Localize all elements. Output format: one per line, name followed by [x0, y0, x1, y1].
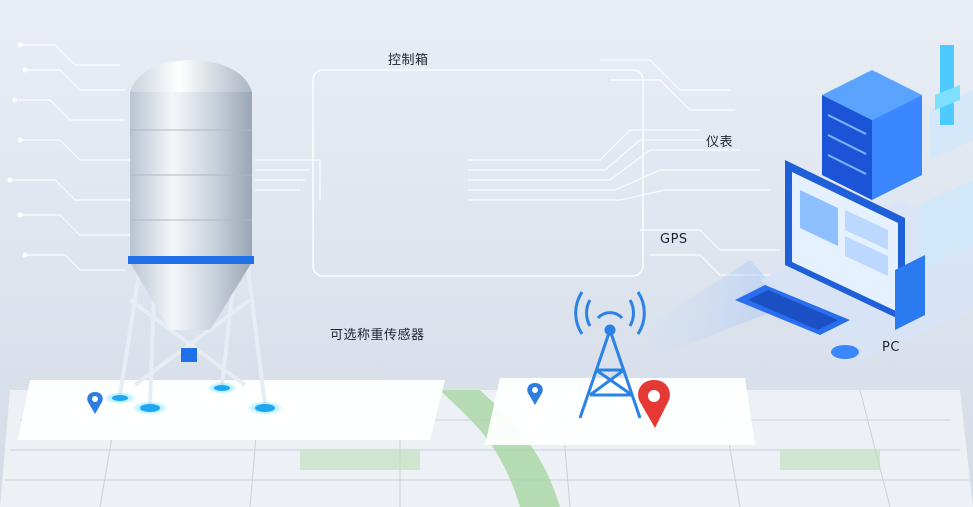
tower-platform: [485, 378, 755, 445]
monitor-icon: [785, 160, 925, 330]
keyboard-icon: [735, 285, 850, 335]
circuit-lines-left: [10, 44, 321, 271]
mouse-icon: [831, 345, 859, 359]
control-box-label: 控制箱: [388, 53, 429, 68]
red-map-pin-icon: [638, 380, 670, 428]
glow-column-icon: [935, 45, 960, 125]
circuit-lines-right: [468, 59, 780, 276]
silo-icon: [104, 60, 283, 415]
weight-sensor-label: 可选称重传感器: [330, 328, 425, 343]
signal-beam: [640, 260, 790, 355]
signal-tower-icon: [574, 291, 646, 419]
gps-label: GPS: [660, 232, 688, 247]
pc-label: PC: [882, 340, 900, 355]
control-box-frame: [312, 69, 644, 277]
map-pin-icon: [87, 383, 543, 414]
meter-label: 仪表: [706, 135, 734, 150]
server-icon: [822, 70, 922, 200]
circuit-nodes-left: [7, 42, 28, 258]
